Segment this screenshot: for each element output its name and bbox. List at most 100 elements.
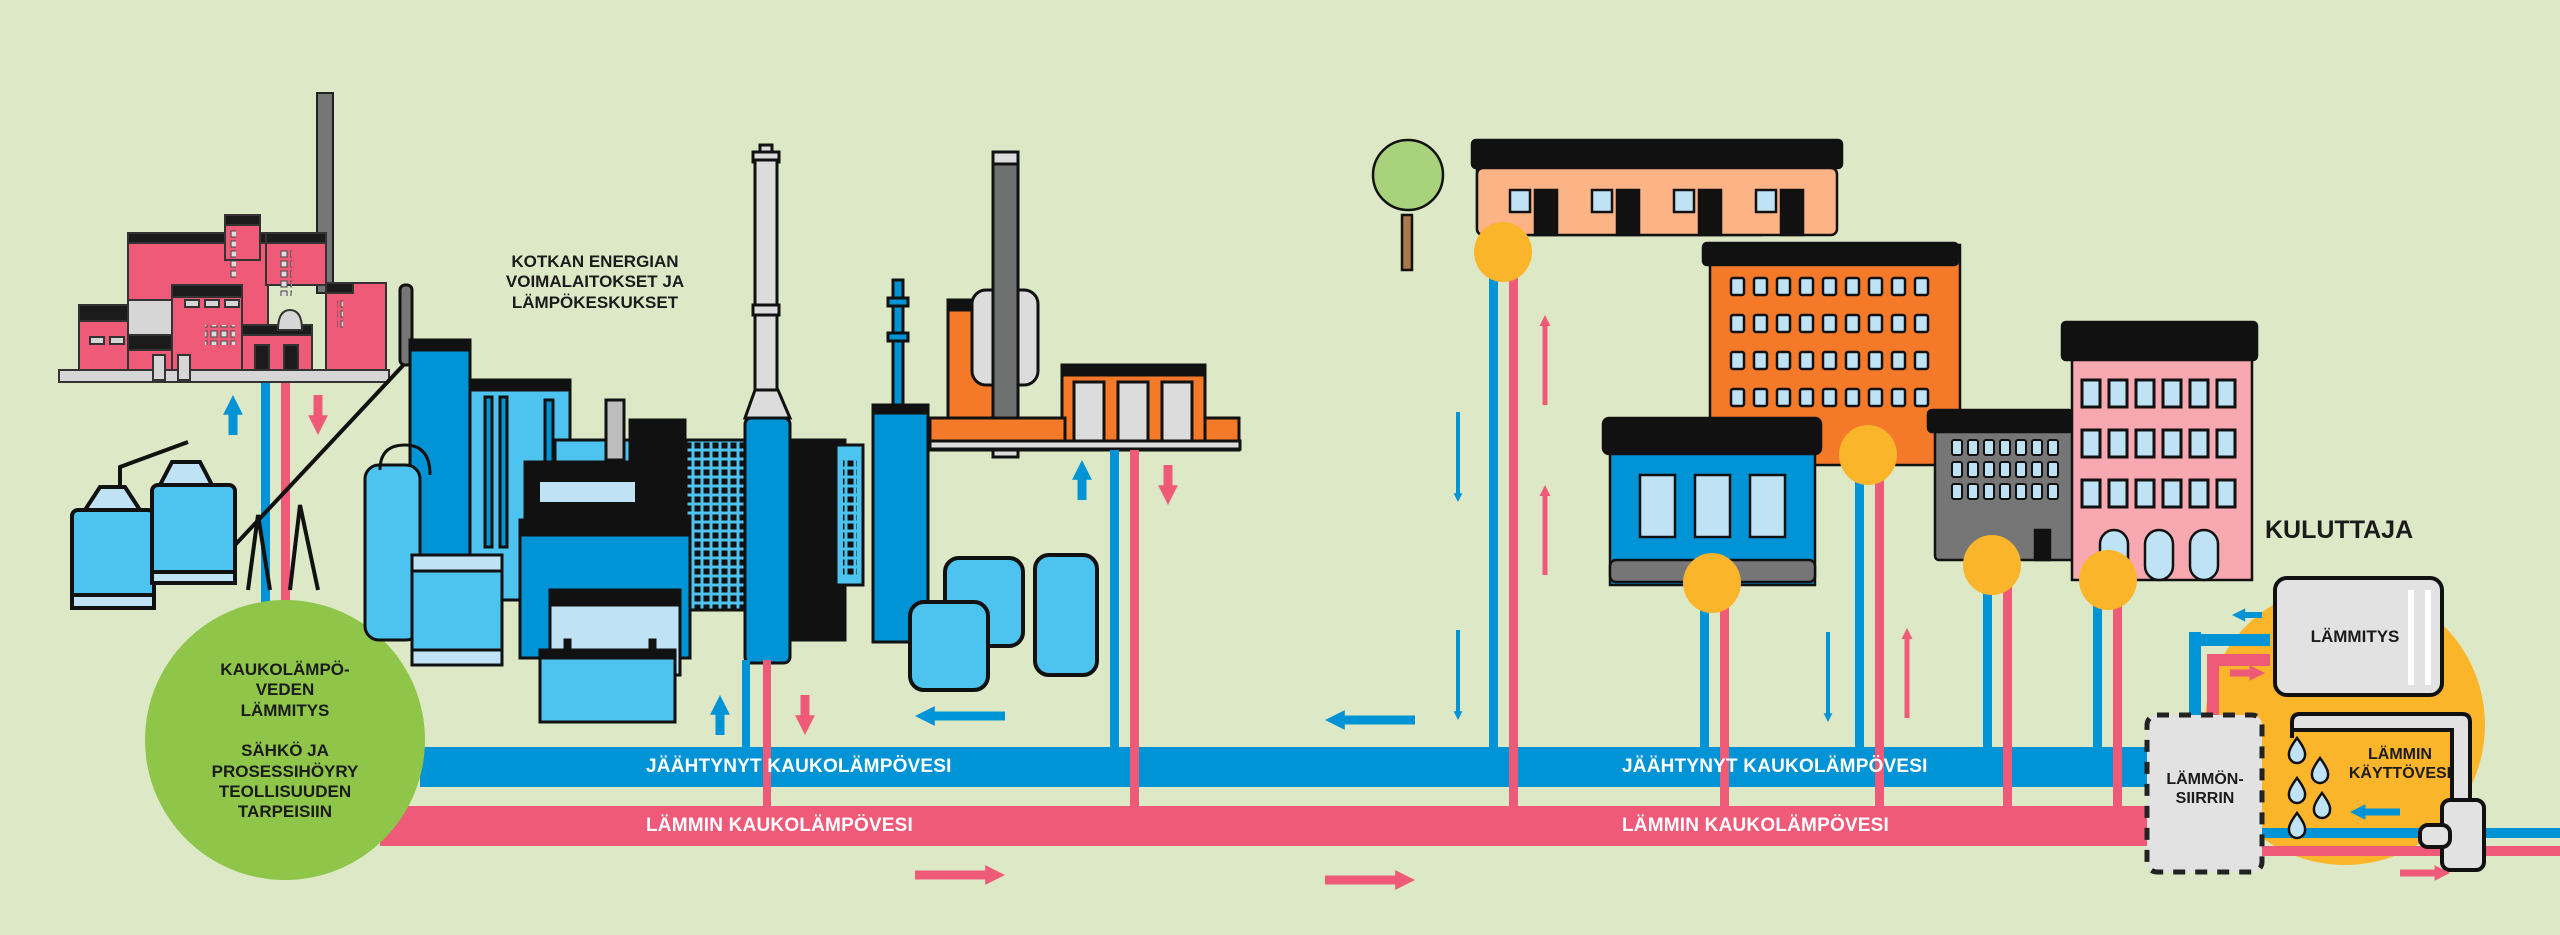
arrow-right-icon — [1325, 870, 1415, 890]
window — [1983, 461, 1995, 478]
arrow-up-icon — [1901, 628, 1913, 718]
cold-pipe-label-2: JÄÄHTYNYT KAUKOLÄMPÖVESI — [1622, 756, 1928, 777]
consumer-title: KULUTTAJA — [2265, 516, 2414, 544]
window — [1844, 313, 1861, 334]
water-drop-icon — [2287, 735, 2307, 765]
heat-exchanger-line: SIIRRIN — [2175, 790, 2235, 808]
window — [1999, 461, 2011, 478]
window — [1729, 350, 1746, 371]
arrow-left-icon — [1325, 710, 1415, 730]
window — [1951, 461, 1963, 478]
window — [2047, 461, 2059, 478]
window — [1798, 276, 1815, 297]
factory-pipes — [261, 380, 290, 620]
arrow-up-icon — [1539, 485, 1551, 575]
window — [1752, 350, 1769, 371]
window — [2188, 378, 2210, 409]
circle-label-line: TEOLLISUUDEN — [218, 781, 352, 801]
plants-label-line: VOIMALAITOKSET JA — [505, 272, 685, 292]
window — [1890, 350, 1907, 371]
window — [1867, 276, 1884, 297]
window — [2047, 439, 2059, 456]
window — [2031, 439, 2043, 456]
arrow-left-icon — [915, 706, 1005, 726]
window — [1844, 350, 1861, 371]
arrow-down-icon — [1453, 630, 1463, 720]
window — [1967, 483, 1979, 500]
window — [1821, 350, 1838, 371]
arrow-right-icon — [2400, 865, 2450, 881]
window — [1999, 483, 2011, 500]
window — [2031, 483, 2043, 500]
cold-main-pipe — [420, 747, 2150, 787]
plants-label-line: KOTKAN ENERGIAN — [511, 252, 679, 271]
window — [1775, 350, 1792, 371]
hot-pipe-label: LÄMMIN KAUKOLÄMPÖVESI — [646, 815, 914, 836]
tap — [2290, 712, 2486, 872]
radiator — [2273, 576, 2444, 697]
storage-tanks-middle — [908, 553, 1099, 692]
water-drop-icon — [2287, 775, 2307, 805]
heating-label: LÄMMITYS — [2310, 627, 2400, 646]
hot-pipe-label-2: LÄMMIN KAUKOLÄMPÖVESI — [1622, 815, 1890, 836]
production-circle — [145, 600, 425, 880]
arrow-right-icon — [915, 865, 1005, 885]
orange-apartment-windows — [1729, 276, 1930, 408]
window — [2107, 478, 2129, 509]
window — [2161, 478, 2183, 509]
window — [1890, 387, 1907, 408]
window — [1999, 439, 2011, 456]
water-drop-icon — [2310, 755, 2330, 785]
row-house — [1470, 138, 1844, 237]
green-circle-label: KAUKOLÄMPÖ- VEDEN LÄMMITYS SÄHKÖ JA PROS… — [185, 660, 385, 823]
window — [1983, 439, 1995, 456]
heat-exchanger-label: LÄMMÖN- SIIRRIN — [2150, 770, 2260, 808]
circle-label-line: LÄMMITYS — [240, 700, 330, 720]
window — [2188, 478, 2210, 509]
window — [2215, 428, 2237, 459]
window — [1867, 387, 1884, 408]
window — [1798, 313, 1815, 334]
window — [1913, 387, 1930, 408]
pink-factory — [58, 92, 390, 383]
window — [2107, 428, 2129, 459]
window — [1775, 313, 1792, 334]
plants-label: KOTKAN ENERGIAN VOIMALAITOKSET JA LÄMPÖK… — [490, 252, 700, 313]
orange-plant-pipes — [1110, 450, 1139, 810]
window — [2015, 439, 2027, 456]
hot-tap-water-line: KÄYTTÖVESI — [2348, 765, 2452, 783]
window — [1729, 387, 1746, 408]
storage-tanks-left — [70, 356, 412, 610]
window — [1890, 313, 1907, 334]
window — [2031, 461, 2043, 478]
window — [1951, 439, 1963, 456]
main-power-plant — [363, 143, 930, 724]
consumer-pipes — [1489, 255, 2122, 810]
window — [1752, 276, 1769, 297]
arrow-up-icon — [1072, 460, 1092, 500]
window — [1867, 350, 1884, 371]
window — [2015, 461, 2027, 478]
window — [1951, 483, 1963, 500]
window — [2015, 483, 2027, 500]
arrow-down-icon — [308, 395, 328, 435]
window — [1844, 276, 1861, 297]
pink-building-windows — [2080, 378, 2237, 509]
plants-label-line: LÄMPÖKESKUKSET — [511, 292, 679, 312]
window — [2161, 428, 2183, 459]
window — [2161, 378, 2183, 409]
heat-exchanger — [2144, 712, 2265, 875]
arrow-left-icon — [2350, 804, 2400, 820]
circle-label-line: SÄHKÖ JA — [241, 741, 329, 761]
grey-building-windows — [1951, 439, 2059, 500]
orange-heat-plant — [928, 150, 1242, 459]
window — [2215, 378, 2237, 409]
window — [2134, 378, 2156, 409]
arrow-up-icon — [1539, 315, 1551, 405]
window — [1967, 439, 1979, 456]
window — [1867, 313, 1884, 334]
water-drops — [2287, 735, 2332, 840]
plant-pipes — [742, 660, 771, 810]
flow-arrows — [223, 315, 2450, 890]
